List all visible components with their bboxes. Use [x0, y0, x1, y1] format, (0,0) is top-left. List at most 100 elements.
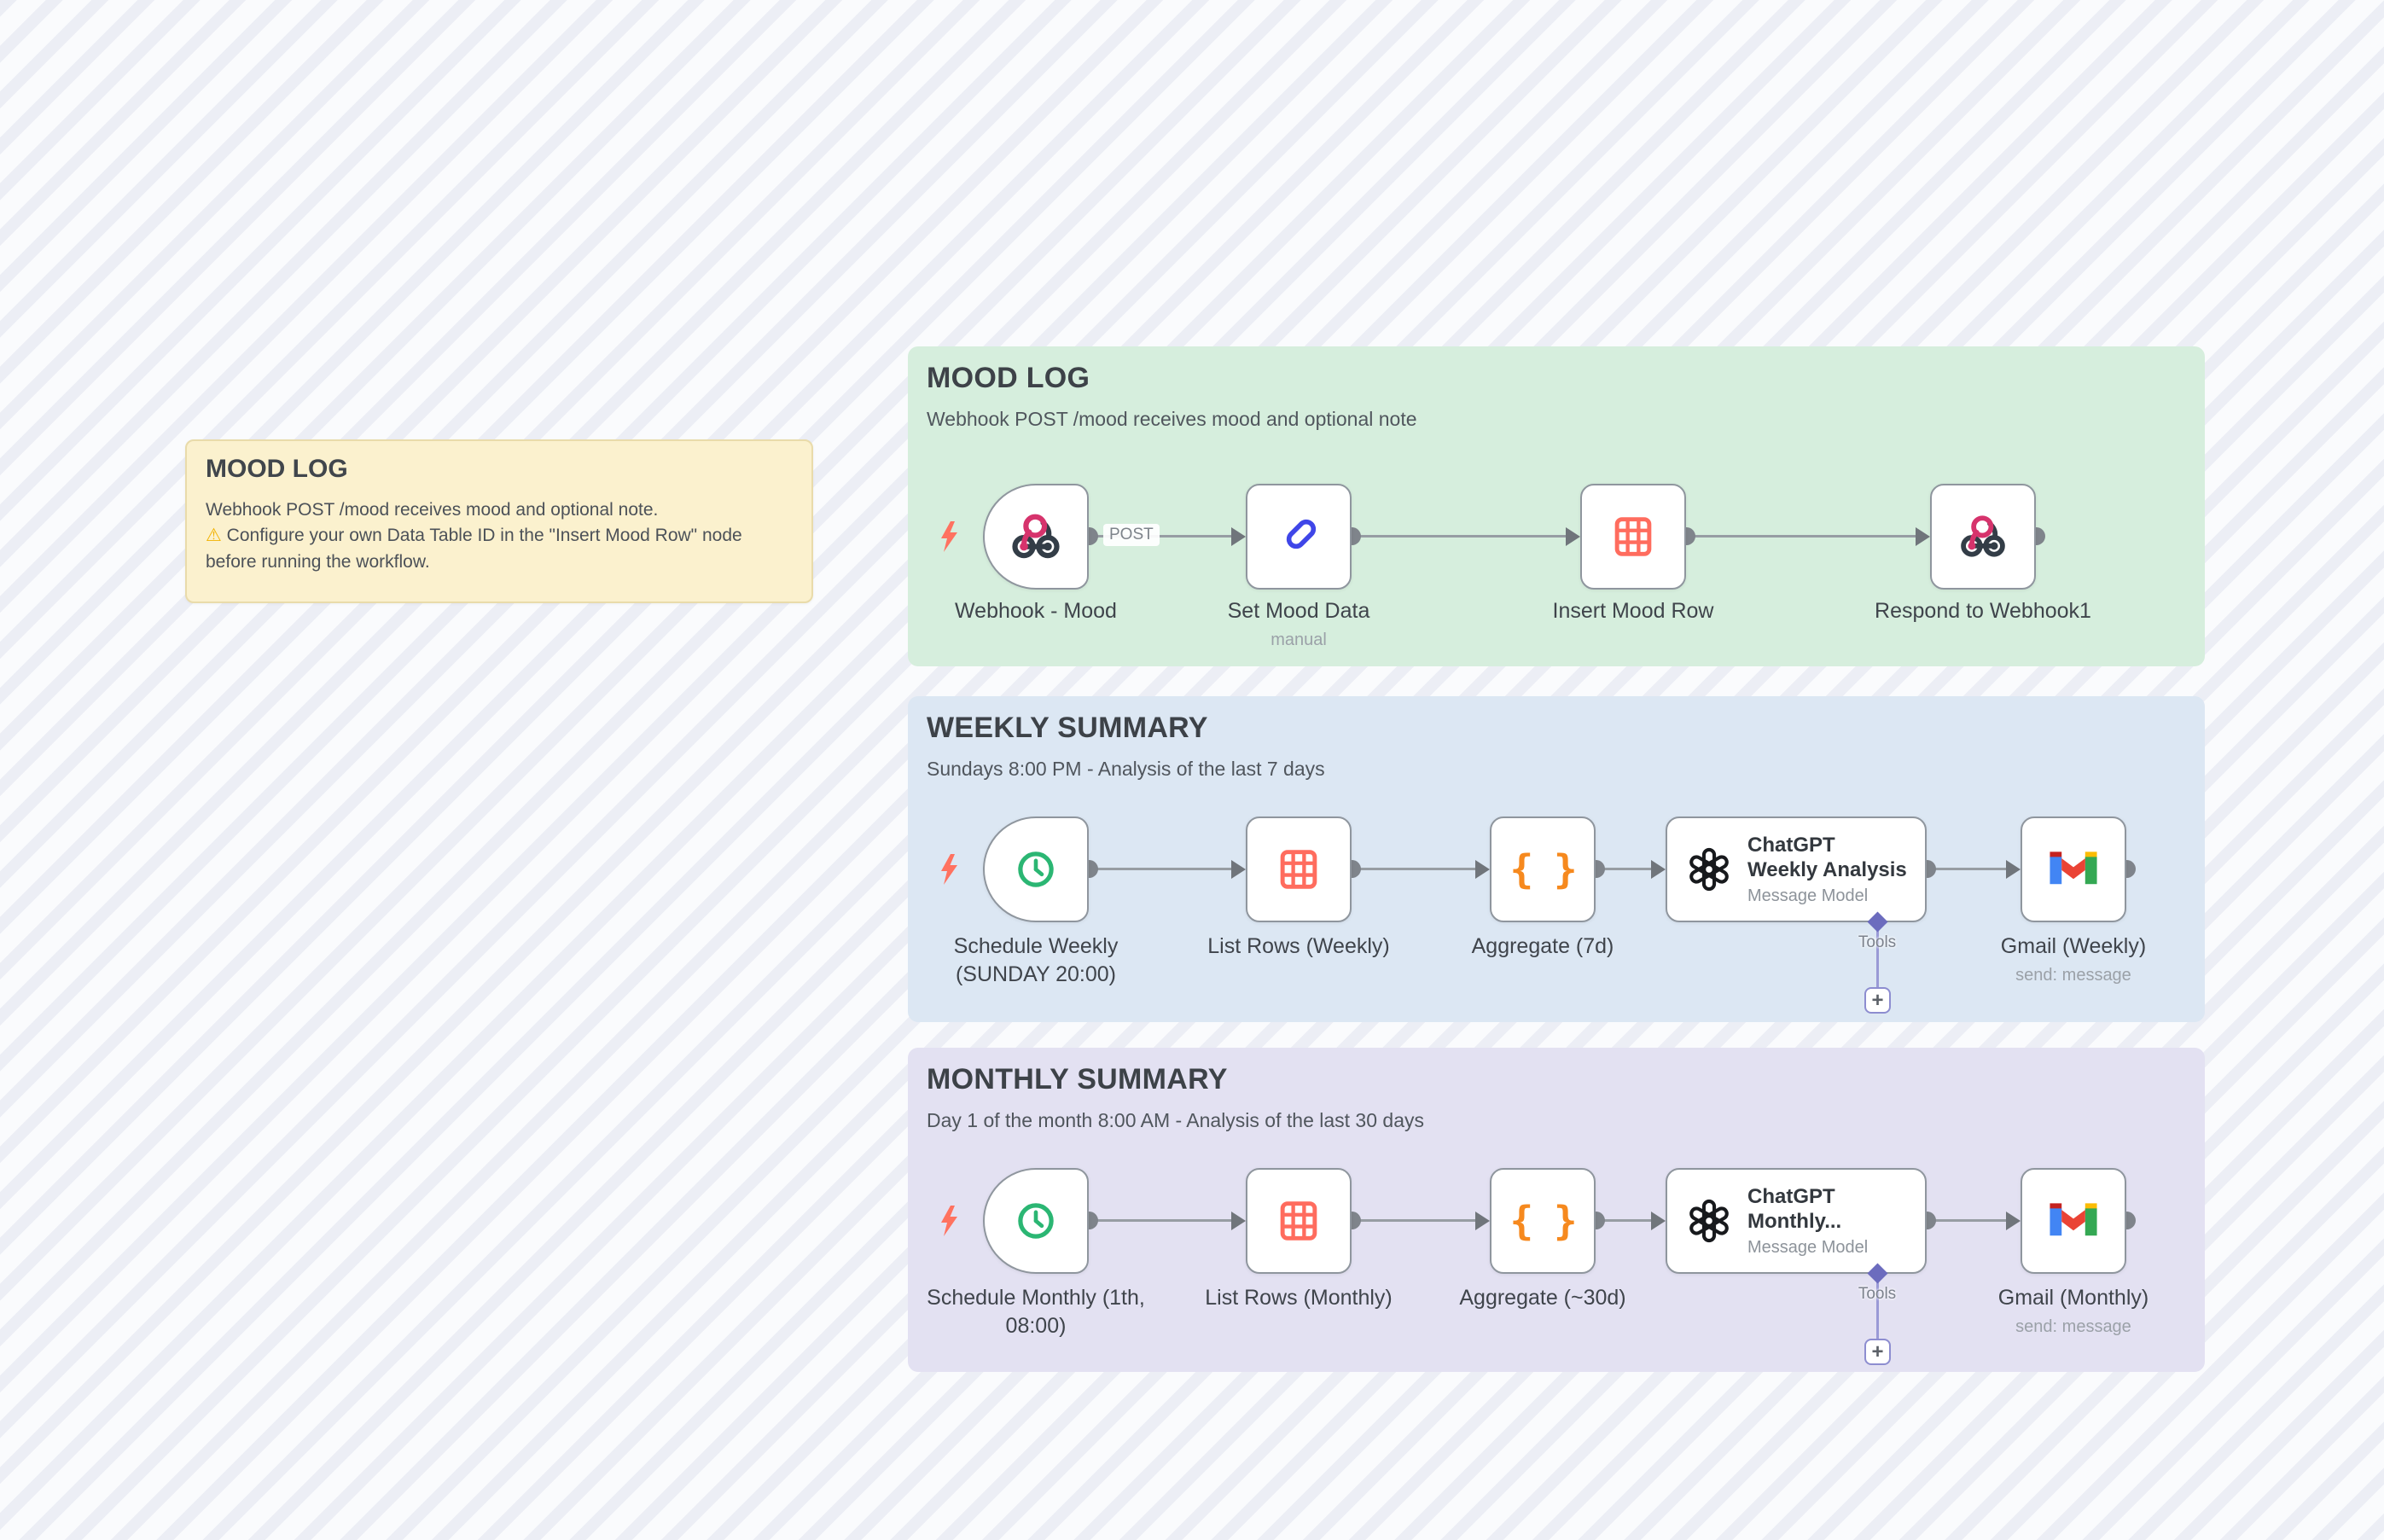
connection-aggregate-to-chatgpt[interactable] [1596, 868, 1652, 870]
node-gmail-weekly[interactable] [2021, 816, 2126, 922]
tools-connection[interactable] [1876, 922, 1879, 991]
node-gmail-monthly[interactable] [2021, 1168, 2126, 1274]
section-monthly-title: MONTHLY SUMMARY [927, 1063, 1228, 1095]
connection-aggregate-to-chatgpt-monthly[interactable] [1596, 1219, 1652, 1222]
node-label-wrap: Aggregate (~30d) [1406, 1284, 1679, 1312]
node-label-wrap: Aggregate (7d) [1406, 933, 1679, 961]
trigger-bolt-icon [941, 854, 957, 885]
node-label-wrap: List Rows (Weekly) [1162, 933, 1435, 961]
node-subtitle: Message Model [1747, 886, 1869, 906]
connection-schedule-to-list[interactable] [1089, 868, 1232, 870]
webhook-icon [1009, 510, 1062, 563]
node-label: Aggregate (~30d) [1459, 1286, 1626, 1310]
node-schedule-weekly[interactable] [983, 816, 1089, 922]
data-table-icon [1274, 1196, 1323, 1246]
clock-icon [1011, 845, 1061, 894]
add-tool-button[interactable]: + [1864, 987, 1891, 1014]
connection-list-to-aggregate[interactable] [1352, 868, 1476, 870]
gmail-icon [2050, 851, 2097, 885]
node-chatgpt-monthly[interactable]: ChatGPT Monthly... Message Model [1666, 1168, 1927, 1274]
node-label: Insert Mood Row [1552, 599, 1714, 623]
node-webhook-mood[interactable] [983, 484, 1089, 590]
sticky-note-body: Webhook POST /mood receives mood and opt… [206, 497, 793, 575]
section-monthly-summary[interactable]: MONTHLY SUMMARY Day 1 of the month 8:00 … [908, 1048, 2205, 1372]
add-tool-button[interactable]: + [1864, 1339, 1891, 1365]
openai-icon [1684, 1196, 1734, 1246]
connection-label-post: POST [1103, 524, 1160, 546]
node-list-rows-weekly[interactable] [1246, 816, 1352, 922]
section-monthly-subtitle: Day 1 of the month 8:00 AM - Analysis of… [927, 1109, 1424, 1131]
input-arrow-icon [1651, 860, 1666, 879]
node-label-wrap: Gmail (Monthly) send: message [1937, 1284, 2210, 1337]
node-aggregate-weekly[interactable]: { } [1490, 816, 1596, 922]
node-subtitle: Message Model [1747, 1238, 1869, 1258]
connection-schedule-to-list-monthly[interactable] [1089, 1219, 1232, 1222]
node-label: Gmail (Weekly) [2000, 934, 2147, 958]
node-title: ChatGPT Monthly... [1747, 1184, 1842, 1233]
node-aggregate-monthly[interactable]: { } [1490, 1168, 1596, 1274]
openai-icon [1684, 845, 1734, 894]
pen-icon [1275, 513, 1323, 561]
chatgpt-node-text: ChatGPT Monthly... Message Model [1747, 1184, 1910, 1258]
sticky-note-line1: Webhook POST /mood receives mood and opt… [206, 500, 659, 520]
node-list-rows-monthly[interactable] [1246, 1168, 1352, 1274]
webhook-icon [1958, 512, 2008, 561]
tools-port-label: Tools [1858, 1285, 1897, 1303]
input-arrow-icon [2006, 1212, 2021, 1230]
node-label-wrap: Webhook - Mood [899, 597, 1172, 625]
input-arrow-icon [1916, 527, 1930, 546]
node-label: Aggregate (7d) [1471, 934, 1614, 958]
sticky-note-mood-log[interactable]: MOOD LOG Webhook POST /mood receives moo… [185, 439, 813, 603]
node-label-wrap: Insert Mood Row [1497, 597, 1770, 625]
input-arrow-icon [1231, 527, 1246, 546]
node-insert-mood-row[interactable] [1580, 484, 1686, 590]
node-label-wrap: Schedule Monthly (1th, 08:00) [921, 1284, 1151, 1340]
clock-icon [1011, 1196, 1061, 1246]
node-label: Set Mood Data [1227, 599, 1370, 623]
tools-connection[interactable] [1876, 1274, 1879, 1342]
section-weekly-subtitle: Sundays 8:00 PM - Analysis of the last 7… [927, 758, 1325, 780]
node-label: Webhook - Mood [955, 599, 1117, 623]
node-label-wrap: Schedule Weekly (SUNDAY 20:00) [933, 933, 1138, 988]
node-label: Schedule Weekly (SUNDAY 20:00) [953, 934, 1119, 986]
node-label-wrap: Set Mood Data manual [1162, 597, 1435, 650]
section-mood-log-subtitle: Webhook POST /mood receives mood and opt… [927, 408, 1417, 430]
input-arrow-icon [2006, 860, 2021, 879]
node-chatgpt-weekly[interactable]: ChatGPT Weekly Analysis Message Model [1666, 816, 1927, 922]
input-arrow-icon [1475, 860, 1490, 879]
node-label: Gmail (Monthly) [1997, 1286, 2149, 1310]
node-set-mood-data[interactable] [1246, 484, 1352, 590]
input-arrow-icon [1651, 1212, 1666, 1230]
trigger-bolt-icon [941, 1206, 957, 1236]
input-arrow-icon [1566, 527, 1580, 546]
node-label: List Rows (Monthly) [1205, 1286, 1393, 1310]
node-sublabel: send: message [2015, 965, 2131, 985]
connection-webhook-to-set[interactable] [1089, 535, 1232, 538]
section-weekly-title: WEEKLY SUMMARY [927, 712, 1208, 744]
node-respond-to-webhook[interactable] [1930, 484, 2036, 590]
node-label: List Rows (Weekly) [1207, 934, 1390, 958]
connection-chatgpt-to-gmail-monthly[interactable] [1927, 1219, 2007, 1222]
connection-set-to-insert[interactable] [1352, 535, 1567, 538]
node-title: ChatGPT Weekly Analysis [1747, 833, 1907, 881]
braces-icon: { } [1509, 1198, 1577, 1244]
node-schedule-monthly[interactable] [983, 1168, 1089, 1274]
input-arrow-icon [1475, 1212, 1490, 1230]
node-label: Schedule Monthly (1th, 08:00) [927, 1286, 1145, 1338]
sticky-note-title: MOOD LOG [206, 455, 348, 483]
node-label-wrap: Respond to Webhook1 [1838, 597, 2128, 625]
connection-insert-to-respond[interactable] [1686, 535, 1916, 538]
gmail-icon [2050, 1203, 2097, 1236]
tools-port-label: Tools [1858, 933, 1897, 951]
sticky-note-warning: Configure your own Data Table ID in the … [206, 526, 742, 572]
data-table-icon [1274, 845, 1323, 894]
connection-chatgpt-to-gmail[interactable] [1927, 868, 2007, 870]
chatgpt-node-text: ChatGPT Weekly Analysis Message Model [1747, 833, 1910, 907]
connection-list-to-aggregate-monthly[interactable] [1352, 1219, 1476, 1222]
braces-icon: { } [1509, 846, 1577, 892]
data-table-icon [1608, 512, 1658, 561]
trigger-bolt-icon [941, 521, 957, 552]
input-arrow-icon [1231, 1212, 1246, 1230]
input-arrow-icon [1231, 860, 1246, 879]
